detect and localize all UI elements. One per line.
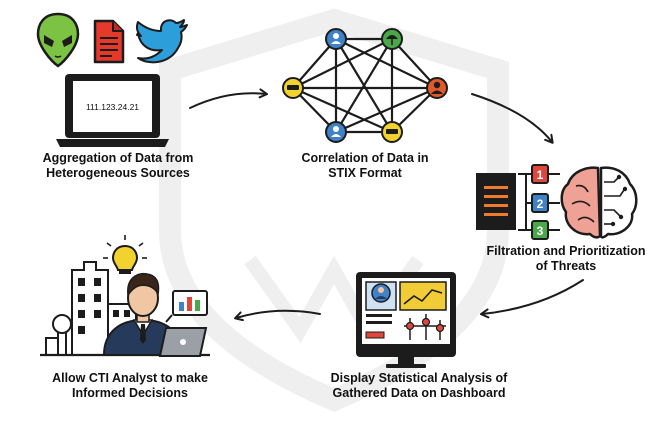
brain-circuit-icon bbox=[560, 166, 638, 239]
step-caption-correlation: Correlation of Data in STIX Format bbox=[280, 151, 450, 181]
caption-line: Filtration and Prioritization bbox=[486, 244, 646, 258]
arrow-aggregation-to-correlation bbox=[189, 88, 268, 109]
lightbulb-icon bbox=[103, 235, 147, 274]
caption-line: Correlation of Data in bbox=[301, 151, 429, 165]
graph-node-user-bottom bbox=[325, 121, 347, 143]
step-caption-filtration: Filtration and Prioritization of Threats bbox=[466, 244, 666, 274]
arrow-display-to-analyst bbox=[234, 309, 321, 322]
document-icon bbox=[93, 19, 125, 64]
priority-badge-1: 1 bbox=[531, 164, 549, 184]
dashboard-monitor-icon bbox=[356, 272, 456, 368]
twitter-bird-icon bbox=[136, 19, 188, 64]
caption-line: Gathered Data on Dashboard bbox=[332, 386, 506, 400]
analyst-avatar-icon bbox=[102, 272, 208, 357]
step-caption-analyst: Allow CTI Analyst to make Informed Decis… bbox=[30, 371, 230, 401]
network-graph-icon bbox=[282, 28, 448, 143]
chart-board-icon bbox=[165, 290, 208, 323]
priority-badge-3: 3 bbox=[531, 220, 549, 240]
alien-icon bbox=[36, 12, 80, 68]
priority-badge-2: 2 bbox=[531, 193, 549, 213]
priority-list-icon: 1 2 3 bbox=[518, 164, 560, 240]
graph-node-user-top bbox=[325, 28, 347, 50]
caption-line: Aggregation of Data from bbox=[42, 151, 194, 165]
step-caption-display: Display Statistical Analysis of Gathered… bbox=[306, 371, 532, 401]
caption-line: Display Statistical Analysis of bbox=[330, 371, 508, 385]
laptop-icon: 111.123.24.21 bbox=[56, 74, 169, 147]
document-stack-icon bbox=[476, 173, 516, 230]
priority-badge-3-label: 3 bbox=[537, 224, 544, 238]
caption-line: Heterogeneous Sources bbox=[46, 166, 190, 180]
arrow-filtration-to-display bbox=[480, 279, 584, 319]
caption-line: of Threats bbox=[535, 259, 597, 273]
graph-node-vehicle-bottom bbox=[381, 121, 403, 143]
laptop-screen-ip-text: 111.123.24.21 bbox=[86, 102, 139, 112]
graph-node-umbrella bbox=[381, 28, 403, 50]
flow-arrow-icon bbox=[189, 88, 584, 322]
caption-line: Allow CTI Analyst to make bbox=[52, 371, 208, 385]
arrow-correlation-to-filtration bbox=[471, 93, 554, 144]
priority-badge-1-label: 1 bbox=[537, 168, 544, 182]
step-caption-aggregation: Aggregation of Data from Heterogeneous S… bbox=[18, 151, 218, 181]
caption-line: STIX Format bbox=[328, 166, 402, 180]
graph-node-vehicle-left bbox=[282, 77, 304, 99]
graph-node-hacker bbox=[426, 77, 448, 99]
priority-badge-2-label: 2 bbox=[537, 197, 544, 211]
caption-line: Informed Decisions bbox=[72, 386, 188, 400]
